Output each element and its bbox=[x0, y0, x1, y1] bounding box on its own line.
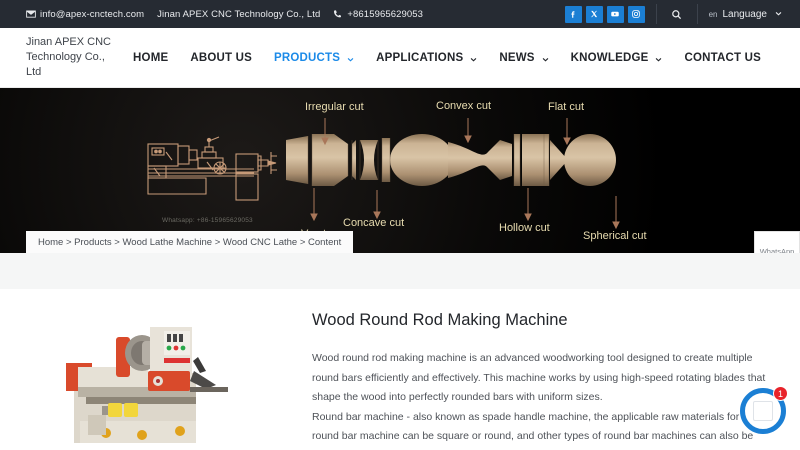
product-text-block: Wood Round Rod Making Machine Wood round… bbox=[300, 289, 800, 450]
floating-contact-panel: WhatsApp E-Mail bbox=[754, 231, 800, 253]
chat-widget[interactable]: 1 bbox=[740, 386, 788, 434]
side-whatsapp[interactable]: WhatsApp bbox=[755, 232, 799, 253]
banner-label-convex-cut: Convex cut bbox=[436, 100, 492, 112]
topbar-divider-1 bbox=[655, 4, 657, 24]
banner-watermark: Whatsapp: +86-15965629053 bbox=[162, 217, 253, 224]
nav-item-knowledge-label: KNOWLEDGE bbox=[570, 51, 649, 64]
nav-item-applications[interactable]: APPLICATIONS bbox=[365, 52, 488, 64]
nav-item-home[interactable]: HOME bbox=[122, 52, 179, 64]
chevron-down-icon bbox=[655, 54, 662, 62]
lathe-machine-diagram-icon bbox=[147, 136, 277, 201]
site-logo-text[interactable]: Jinan APEX CNC Technology Co., Ltd bbox=[26, 36, 111, 78]
product-detail-section: Wood Round Rod Making Machine Wood round… bbox=[0, 289, 800, 450]
chevron-down-icon bbox=[347, 54, 354, 62]
topbar-actions-group: en Language bbox=[564, 0, 800, 28]
banner-label-flat-cut: Flat cut bbox=[548, 101, 585, 113]
side-whatsapp-label: WhatsApp bbox=[759, 247, 795, 253]
nav-item-knowledge[interactable]: KNOWLEDGE bbox=[560, 52, 674, 64]
social-links bbox=[564, 5, 645, 23]
product-paragraph-2: Round bar machine - also known as spade … bbox=[312, 410, 757, 450]
chat-inner-square bbox=[753, 401, 773, 421]
banner-label-concave-cut: Concave cut bbox=[343, 217, 405, 229]
nav-item-products-label: PRODUCTS bbox=[274, 51, 341, 64]
hero-banner: Irregular cut Convex cut Flat cut V cut … bbox=[0, 88, 800, 253]
primary-nav: HOME ABOUT US PRODUCTS APPLICATIONS NEWS… bbox=[122, 52, 800, 64]
top-utility-bar: info@apex-cnctech.com Jinan APEX CNC Tec… bbox=[0, 0, 800, 28]
callout-arrows bbox=[310, 118, 620, 230]
main-navbar: Jinan APEX CNC Technology Co., Ltd HOME … bbox=[0, 28, 800, 88]
youtube-icon[interactable] bbox=[606, 5, 624, 23]
topbar-divider-2 bbox=[696, 4, 698, 24]
topbar-company: Jinan APEX CNC Technology Co., Ltd bbox=[157, 9, 320, 20]
instagram-icon[interactable] bbox=[627, 5, 645, 23]
topbar-contact-group: info@apex-cnctech.com Jinan APEX CNC Tec… bbox=[0, 9, 423, 20]
search-icon[interactable] bbox=[668, 5, 686, 23]
product-photo[interactable] bbox=[30, 311, 285, 446]
topbar-company-text: Jinan APEX CNC Technology Co., Ltd bbox=[157, 8, 321, 20]
chat-bubble-icon[interactable] bbox=[740, 388, 786, 434]
nav-item-about-us[interactable]: ABOUT US bbox=[179, 52, 263, 64]
topbar-email-text: info@apex-cnctech.com bbox=[40, 8, 145, 20]
chevron-down-icon bbox=[470, 54, 477, 62]
turned-wood-profile-illustration bbox=[286, 134, 616, 186]
topbar-phone[interactable]: +8615965629053 bbox=[333, 9, 423, 20]
nav-item-products[interactable]: PRODUCTS bbox=[263, 52, 365, 64]
facebook-icon[interactable] bbox=[564, 5, 582, 23]
product-image-figure bbox=[0, 289, 300, 450]
topbar-phone-text: +8615965629053 bbox=[347, 8, 424, 20]
nav-item-news[interactable]: NEWS bbox=[488, 52, 559, 64]
nav-item-contact-us[interactable]: CONTACT US bbox=[673, 52, 772, 64]
nav-item-home-label: HOME bbox=[133, 51, 169, 64]
chevron-down-icon bbox=[542, 54, 549, 62]
nav-item-contact-us-label: CONTACT US bbox=[684, 51, 761, 64]
nav-item-news-label: NEWS bbox=[499, 51, 535, 64]
topbar-email[interactable]: info@apex-cnctech.com bbox=[26, 9, 144, 20]
language-label: Language bbox=[722, 8, 768, 20]
language-code: en bbox=[708, 9, 718, 19]
banner-label-spherical-cut: Spherical cut bbox=[583, 230, 647, 242]
nav-item-applications-label: APPLICATIONS bbox=[376, 51, 464, 64]
chat-unread-badge: 1 bbox=[773, 386, 788, 401]
chevron-down-icon bbox=[775, 9, 782, 16]
breadcrumb-text: Home > Products > Wood Lathe Machine > W… bbox=[38, 236, 342, 248]
section-spacer bbox=[0, 253, 800, 289]
language-selector[interactable]: en Language bbox=[709, 9, 800, 20]
banner-label-hollow-cut: Hollow cut bbox=[499, 222, 550, 234]
phone-icon bbox=[333, 9, 343, 19]
mail-icon bbox=[26, 9, 36, 19]
nav-item-about-us-label: ABOUT US bbox=[190, 51, 253, 64]
page-title: Wood Round Rod Making Machine bbox=[312, 311, 568, 329]
breadcrumb[interactable]: Home > Products > Wood Lathe Machine > W… bbox=[26, 231, 354, 253]
x-twitter-icon[interactable] bbox=[585, 5, 603, 23]
banner-label-irregular-cut: Irregular cut bbox=[305, 101, 364, 113]
product-paragraph-1: Wood round rod making machine is an adva… bbox=[312, 352, 766, 403]
